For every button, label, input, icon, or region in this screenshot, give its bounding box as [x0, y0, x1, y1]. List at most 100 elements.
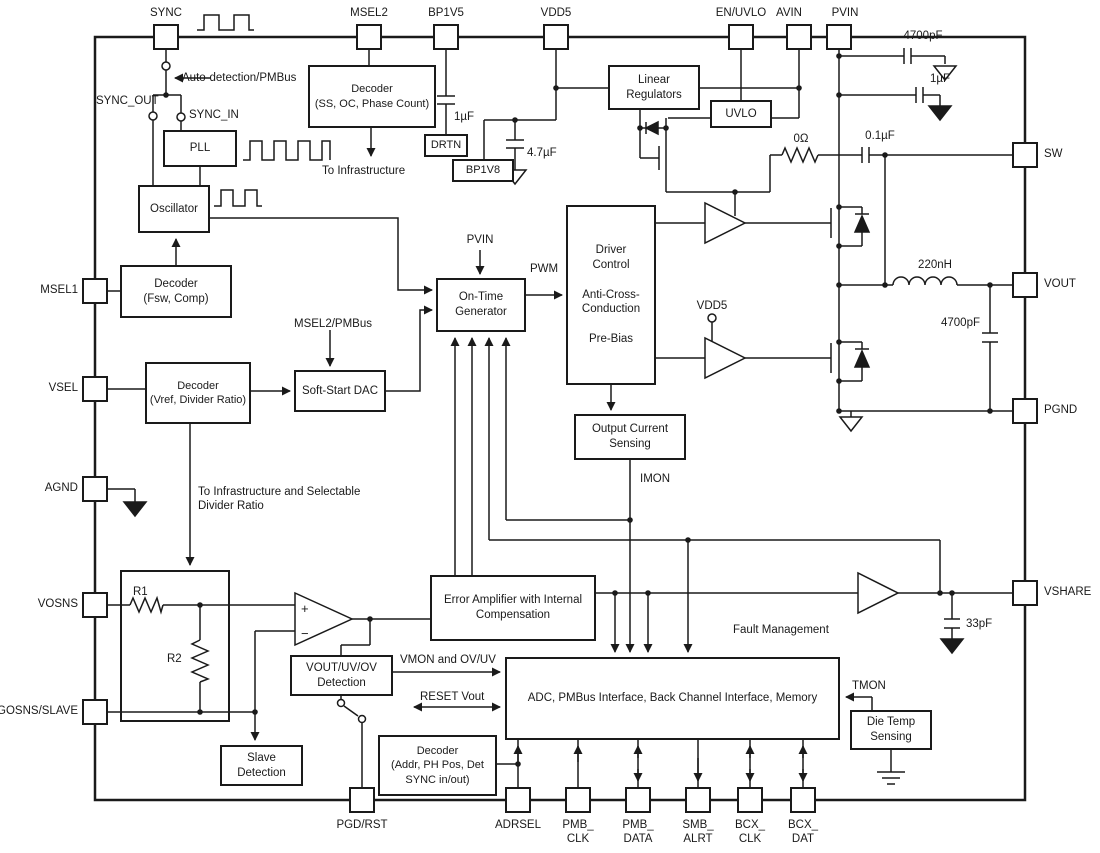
sync-out-circle	[148, 111, 158, 121]
block-output-current-sensing: Output Current Sensing	[574, 414, 686, 460]
label-r1: R1	[133, 586, 148, 598]
lowside-body-diode	[853, 348, 871, 368]
block-uvlo: UVLO	[710, 100, 772, 128]
value-output-inductor: 220nH	[918, 259, 952, 271]
value-bp1v5-cap: 1µF	[454, 111, 475, 123]
lowside-driver-buffer	[704, 336, 747, 380]
pin-gosns-slave	[82, 699, 108, 725]
pin-sw	[1012, 142, 1038, 168]
label-pwm: PWM	[530, 263, 559, 275]
block-on-time-generator: On-Time Generator	[436, 278, 526, 332]
error-amp-opamp: + −	[294, 591, 354, 647]
value-boot-cap: 0.1µF	[865, 130, 895, 142]
resistor-r1	[129, 595, 164, 615]
pin-label-pgnd: PGND	[1044, 404, 1078, 416]
block-linear-regulators: Linear Regulators	[608, 65, 700, 110]
label-vmon: VMON and OV/UV	[400, 654, 496, 666]
label-tmon: TMON	[852, 680, 886, 692]
block-decoder-vref: Decoder (Vref, Divider Ratio)	[145, 362, 251, 424]
pin-en-uvlo	[728, 24, 754, 50]
value-input-cap: 4700pF	[903, 30, 943, 42]
ground-open-input	[932, 65, 958, 82]
pin-label-vsel: VSEL	[48, 382, 78, 394]
pin-pmb-clk	[565, 787, 591, 813]
pin-label-vout: VOUT	[1044, 278, 1076, 290]
highside-driver-buffer	[704, 201, 747, 245]
block-vout-uv-ov-detection: VOUT/UV/OV Detection	[290, 655, 393, 696]
sync-in-circle	[176, 112, 186, 122]
osc-waveform-icon	[214, 189, 262, 207]
pin-label-pvin: PVIN	[831, 7, 859, 19]
block-drtn: DRTN	[424, 134, 468, 157]
label-fault-management: Fault Management	[733, 624, 829, 636]
pin-label-avin: AVIN	[776, 7, 802, 19]
pin-label-pmb-data: PMB_ DATA	[622, 819, 654, 846]
pin-msel1	[82, 278, 108, 304]
pin-vsel	[82, 376, 108, 402]
sync-waveform-icon	[197, 14, 254, 31]
resistor-r2	[190, 639, 210, 683]
pin-label-gosns-slave: GOSNS/SLAVE	[0, 705, 78, 717]
pll-waveform-icon	[243, 140, 331, 161]
pin-label-pgd-rst: PGD/RST	[336, 819, 388, 831]
vdd5-supply-circle	[707, 313, 717, 323]
block-adc-pmbus: ADC, PMBus Interface, Back Channel Inter…	[505, 657, 840, 740]
block-soft-start-dac: Soft-Start DAC	[294, 370, 386, 412]
pin-bcx-clk	[737, 787, 763, 813]
arrow-wires	[171, 73, 872, 782]
pin-adrsel	[505, 787, 531, 813]
cap-boot-01uf	[861, 147, 870, 163]
ground-open-pgnd	[838, 416, 864, 433]
label-sync-in: SYNC_IN	[189, 109, 239, 121]
inductor-220nh	[892, 276, 958, 286]
pin-label-adrsel: ADRSEL	[494, 819, 542, 831]
pin-label-pmb-clk: PMB_ CLK	[562, 819, 594, 846]
cap-vshare-33pf	[944, 618, 960, 629]
pin-pgnd	[1012, 398, 1038, 424]
block-oscillator: Oscillator	[138, 185, 210, 233]
pin-label-bp1v5: BP1V5	[428, 7, 464, 19]
pin-label-vosns: VOSNS	[37, 598, 78, 610]
wires	[108, 50, 1012, 787]
label-imon: IMON	[640, 473, 671, 485]
pin-label-bcx-dat: BCX_ DAT	[787, 819, 819, 846]
pin-pvin	[826, 24, 852, 50]
label-divider-note: To Infrastructure and Selectable Divider…	[198, 486, 361, 513]
opamp-minus-sign: −	[301, 626, 309, 641]
pin-label-agnd: AGND	[44, 482, 78, 494]
cap-bp1v5-1uf	[437, 95, 455, 105]
pin-label-msel2: MSEL2	[350, 7, 388, 19]
pin-vshare	[1012, 580, 1038, 606]
block-decoder-addr: Decoder (Addr, PH Pos, Det SYNC in/out)	[378, 735, 497, 796]
value-avin-cap: 1µF	[930, 73, 951, 85]
label-vdd5-inner: VDD5	[696, 300, 728, 312]
cap-avin-1uf	[915, 87, 924, 103]
label-sync-out: SYNC_OUT	[96, 95, 159, 107]
components: + −	[122, 14, 998, 724]
value-vdd5-cap: 4.7µF	[527, 147, 557, 159]
ground-filled-vshare	[939, 638, 965, 655]
label-msel2-pmbus: MSEL2/PMBus	[294, 318, 372, 330]
vshare-buffer	[857, 571, 900, 615]
label-r2: R2	[167, 653, 182, 665]
block-decoder-ss: Decoder (SS, OC, Phase Count)	[308, 65, 436, 128]
highside-body-diode	[853, 213, 871, 233]
resistor-0ohm	[781, 146, 819, 164]
block-decoder-fsw: Decoder (Fsw, Comp)	[120, 265, 232, 318]
block-bp1v8: BP1V8	[452, 159, 514, 182]
wire-osc-to-ontime	[210, 217, 433, 295]
pin-agnd	[82, 476, 108, 502]
block-slave-detection: Slave Detection	[220, 745, 303, 786]
pin-label-vdd5: VDD5	[540, 7, 572, 19]
pass-fet	[658, 140, 667, 176]
block-pll: PLL	[163, 130, 237, 167]
cap-output-4700pF	[982, 332, 998, 343]
ground-filled-agnd	[122, 501, 148, 518]
pin-vosns	[82, 592, 108, 618]
pin-bcx-dat	[790, 787, 816, 813]
sync-node-circle	[161, 61, 171, 71]
pgd-switch-circle-top	[336, 698, 346, 708]
block-die-temp-sensing: Die Temp Sensing	[850, 710, 932, 750]
label-pvin-inner: PVIN	[466, 234, 494, 246]
